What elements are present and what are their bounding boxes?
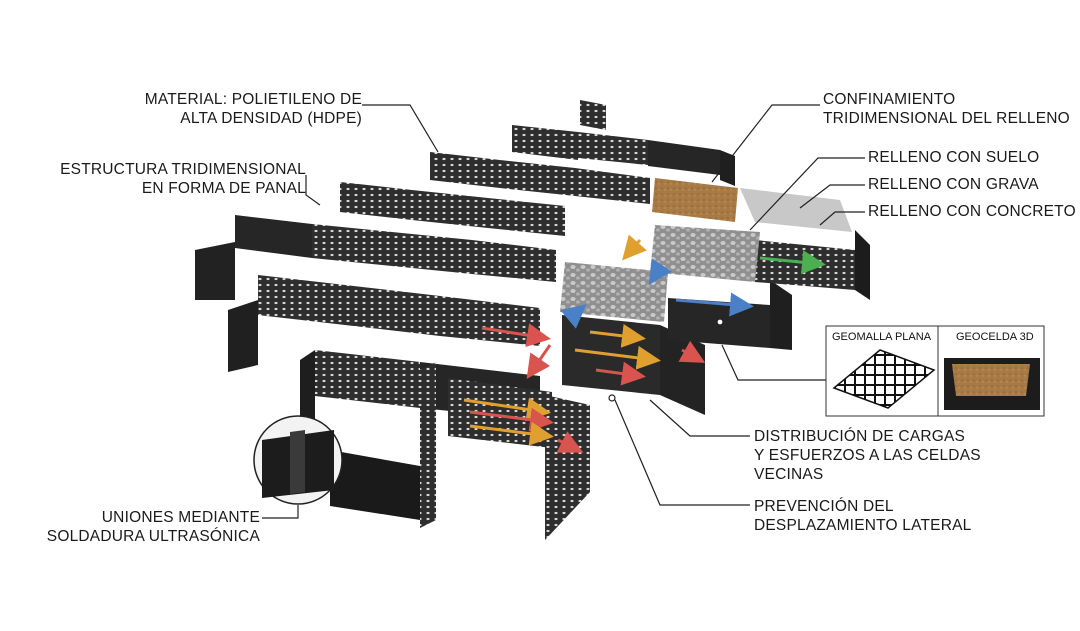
label-grava: RELLENO CON GRAVA <box>868 176 1039 193</box>
label-distribucion-line1: DISTRIBUCIÓN DE CARGAS <box>754 428 966 445</box>
geomalla-illustration <box>832 349 936 409</box>
label-confinamiento-line2: TRIDIMENSIONAL DEL RELLENO <box>823 110 1070 127</box>
label-suelo: RELLENO CON SUELO <box>868 149 1040 166</box>
label-uniones-line1: UNIONES MEDIANTE <box>101 509 260 526</box>
soil-fill <box>652 178 738 222</box>
geocelda-illustration <box>944 358 1040 410</box>
label-concreto: RELLENO CON CONCRETO <box>868 203 1076 220</box>
caption-geocelda: GEOCELDA 3D <box>956 331 1034 343</box>
label-estructura: ESTRUCTURA TRIDIMENSIONAL EN FORMA DE PA… <box>28 160 306 198</box>
label-distribucion: DISTRIBUCIÓN DE CARGAS Y ESFUERZOS A LAS… <box>754 427 1014 484</box>
label-confinamiento: CONFINAMIENTO TRIDIMENSIONAL DEL RELLENO <box>823 90 1073 128</box>
label-prevencion-line1: PREVENCIÓN DEL <box>754 498 894 515</box>
label-estructura-line1: ESTRUCTURA TRIDIMENSIONAL <box>60 161 306 178</box>
label-uniones-line2: SOLDADURA ULTRASÓNICA <box>46 528 260 545</box>
label-uniones: UNIONES MEDIANTE SOLDADURA ULTRASÓNICA <box>20 508 260 546</box>
label-prevencion: PREVENCIÓN DEL DESPLAZAMIENTO LATERAL <box>754 497 1004 535</box>
label-material-line2: ALTA DENSIDAD (HDPE) <box>180 110 362 127</box>
caption-geomalla: GEOMALLA PLANA <box>832 331 932 343</box>
label-estructura-line2: EN FORMA DE PANAL <box>141 180 306 197</box>
label-prevencion-line2: DESPLAZAMIENTO LATERAL <box>754 517 972 534</box>
gravel-fill-top <box>650 225 760 282</box>
load-arrows <box>463 234 826 453</box>
label-material: MATERIAL: POLIETILENO DE ALTA DENSIDAD (… <box>112 90 362 128</box>
label-material-line1: MATERIAL: POLIETILENO DE <box>144 91 362 108</box>
leader-lines <box>262 104 865 519</box>
label-confinamiento-line1: CONFINAMIENTO <box>823 91 956 108</box>
label-distribucion-line2: Y ESFUERZOS A LAS CELDAS <box>754 447 981 464</box>
concrete-fill <box>740 188 852 232</box>
gravel-fill-mid <box>560 262 668 322</box>
label-distribucion-line3: VECINAS <box>754 466 824 483</box>
